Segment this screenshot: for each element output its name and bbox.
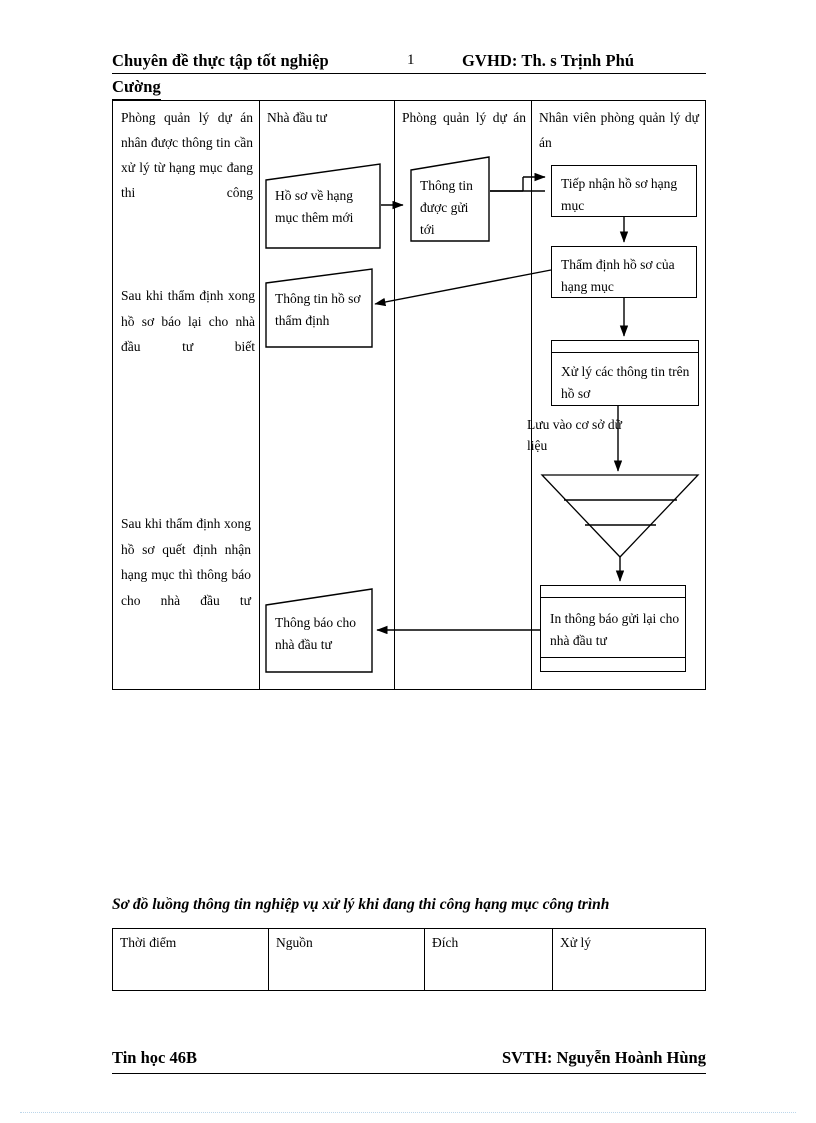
node-xu-ly-thong-tin[interactable]: Xử lý các thông tin trên hồ sơ (551, 340, 699, 406)
data-table: Thời điểm Nguồn Đích Xử lý (112, 928, 706, 991)
header-first-line: Chuyên đề thực tập tốt nghiệp 1 GVHD: Th… (112, 48, 706, 74)
lane-header-1: Phòng quản lý dự án nhân được thông tin … (121, 110, 253, 200)
lane-divider-2 (394, 101, 395, 689)
process-bar-top (541, 597, 685, 598)
process-bar-bottom (541, 657, 685, 658)
lane-divider-1 (259, 101, 260, 689)
node-ho-so-hang-muc-them-moi[interactable]: Hồ sơ về hạng mục thêm mới (265, 163, 381, 249)
table-header-cell-nguon: Nguồn (268, 928, 425, 991)
arrow-tham-dinh-to-thong-tin-ho-so (374, 269, 552, 307)
node-thong-bao-cho-nha-dau-tu[interactable]: Thông báo cho nhà đầu tư (265, 588, 373, 673)
page-footer: Tin học 46B SVTH: Nguyễn Hoành Hùng (112, 1048, 706, 1074)
bottom-divider (20, 1112, 796, 1113)
document-shape-outline (410, 156, 490, 242)
header-right-title: GVHD: Th. s Trịnh Phú (462, 51, 635, 70)
node-label: Thẩm định hồ sơ của hạng mục (561, 257, 675, 294)
header-page-number: 1 (407, 52, 415, 68)
footer-left-text: Tin học 46B (112, 1048, 197, 1067)
table-header-cell-thoi-diem: Thời điểm (112, 928, 269, 991)
lane-divider-3 (531, 101, 532, 689)
node-label: Tiếp nhận hồ sơ hạng mục (561, 176, 678, 213)
node-label: Thông tin được gửi tới (420, 178, 473, 237)
lane1-note-1: Sau khi thẩm định xong hồ sơ báo lại cho… (121, 288, 255, 354)
table-header-cell-dich: Đích (424, 928, 553, 991)
figure-caption: Sơ đồ luồng thông tin nghiệp vụ xử lý kh… (112, 896, 610, 913)
footer-right-text: SVTH: Nguyễn Hoành Hùng (501, 1048, 706, 1067)
process-bar-top (552, 352, 698, 353)
table-header-cell-xu-ly: Xử lý (552, 928, 706, 991)
header-second-line: Cường (112, 75, 161, 100)
annotation-luu-co-so-du-lieu: Lưu vào cơ sở dữ liệu (527, 417, 622, 453)
document-shape-outline (265, 268, 373, 348)
header-left-title: Chuyên đề thực tập tốt nghiệp (112, 51, 329, 70)
table-header-row: Thời điểm Nguồn Đích Xử lý (112, 928, 706, 991)
swimlane-diagram: Phòng quản lý dự án nhân được thông tin … (112, 100, 706, 690)
node-thong-tin-ho-so-tham-dinh[interactable]: Thông tin hồ sơ thẩm định (265, 268, 373, 348)
node-label: Xử lý các thông tin trên hồ sơ (561, 364, 690, 401)
node-in-thong-bao[interactable]: In thông báo gửi lại cho nhà đầu tư (540, 585, 686, 672)
node-tham-dinh-ho-so[interactable]: Thẩm định hồ sơ của hạng mục (551, 246, 697, 298)
node-thong-tin-duoc-gui-toi[interactable]: Thông tin được gửi tới (410, 156, 490, 242)
lane-header-3: Phòng quản lý dự án (402, 110, 526, 125)
node-label: Hồ sơ về hạng mục thêm mới (275, 188, 354, 225)
lane-header-2: Nhà đầu tư (267, 110, 327, 125)
document-shape-outline (265, 163, 381, 249)
diagram-connectors (374, 172, 629, 635)
document-shape-outline (265, 588, 373, 673)
lane-header-4: Nhân viên phòng quản lý dự án (539, 110, 699, 150)
lane1-note-2: Sau khi thẩm định xong hồ sơ quết định n… (121, 516, 251, 608)
page-header: Chuyên đề thực tập tốt nghiệp 1 GVHD: Th… (112, 48, 706, 100)
node-database-triangle[interactable] (540, 473, 700, 559)
node-tiep-nhan-ho-so[interactable]: Tiếp nhận hồ sơ hạng mục (551, 165, 697, 217)
node-label: Thông tin hồ sơ thẩm định (275, 291, 361, 328)
node-label: Thông báo cho nhà đầu tư (275, 615, 356, 652)
node-label: In thông báo gửi lại cho nhà đầu tư (550, 611, 680, 648)
